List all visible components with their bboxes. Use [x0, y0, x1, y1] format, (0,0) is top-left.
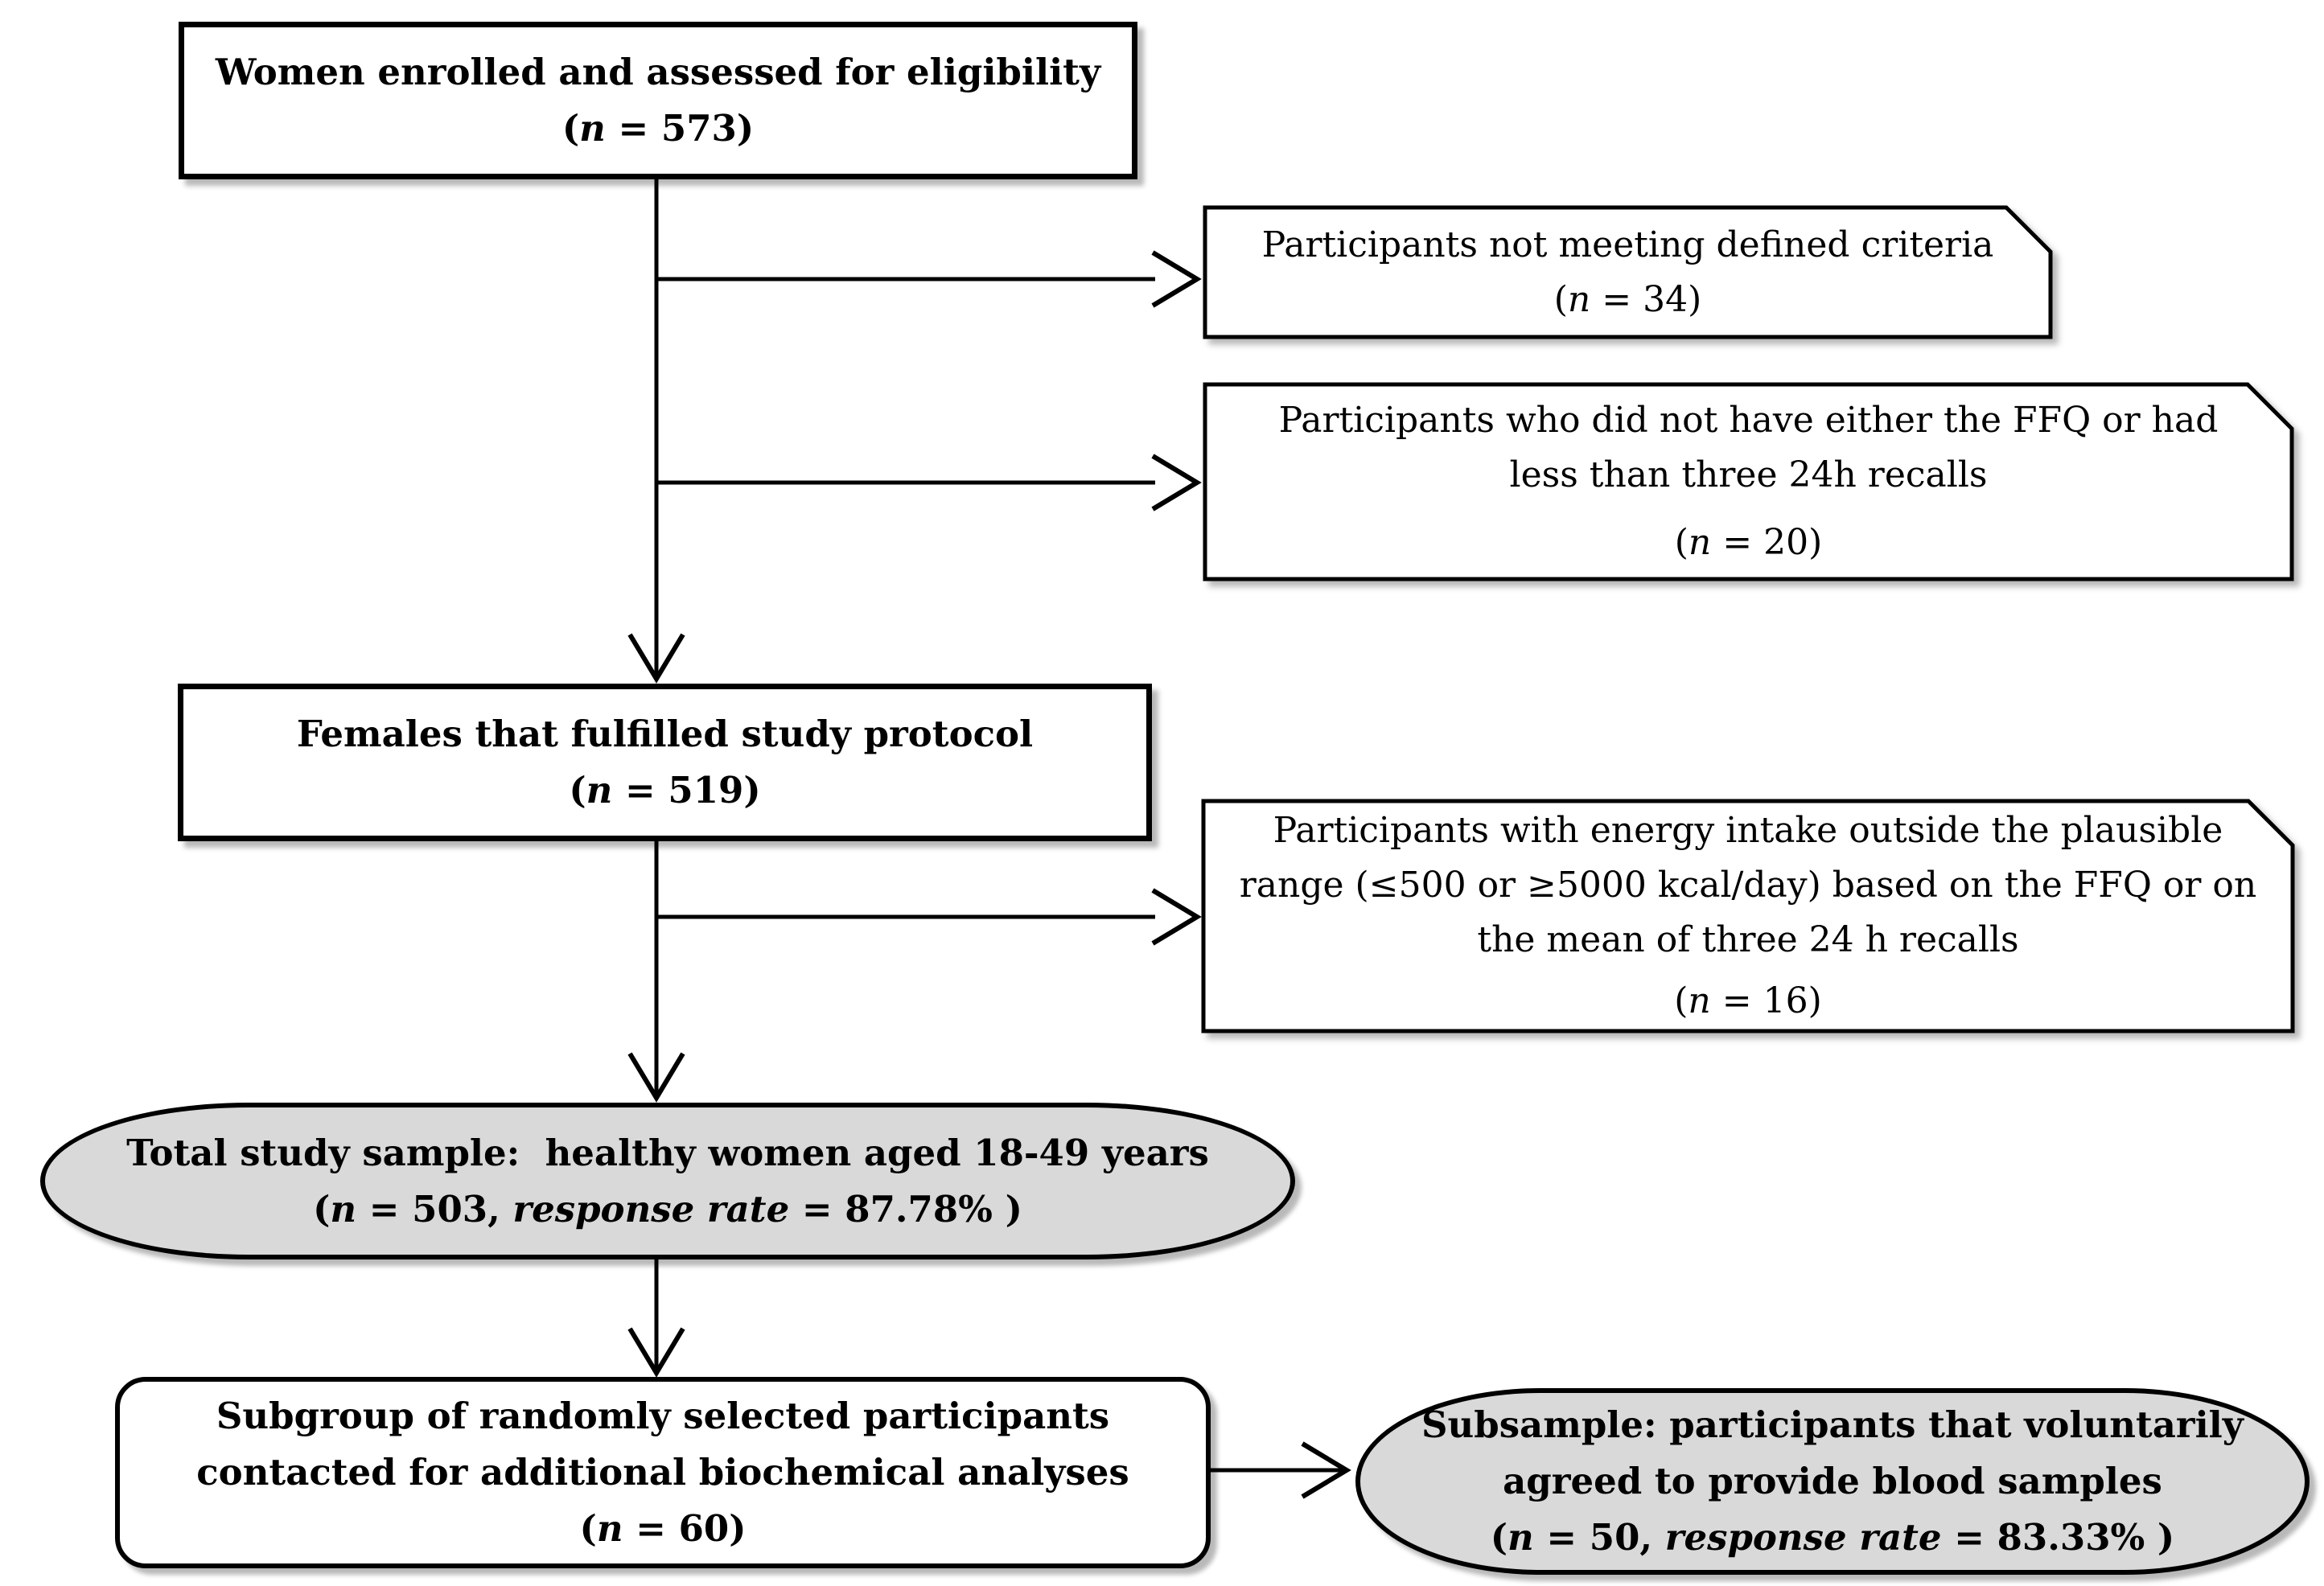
node-text-line: Participants who did not have either the… — [1278, 400, 2219, 441]
node-text-line: Subsample: participants that voluntarily — [1421, 1403, 2244, 1446]
connector-subgroup-to-subsample — [1211, 1441, 1351, 1499]
node-stat-line: (n = 573) — [561, 107, 755, 150]
connector-enrolled-to-fulfilled — [627, 179, 685, 684]
connector-to-excluded-criteria — [656, 250, 1202, 308]
node-subsample: Subsample: participants that voluntarily… — [1355, 1388, 2310, 1575]
node-text-line: Women enrolled and assessed for eligibil… — [215, 51, 1101, 93]
connector-to-excluded-energy — [656, 888, 1202, 946]
node-text-line: Females that fulfilled study protocol — [296, 713, 1034, 755]
node-text-line: range (≤500 or ≥5000 kcal/day) based on … — [1239, 865, 2257, 906]
node-text-line: Total study sample: healthy women aged 1… — [126, 1131, 1209, 1174]
node-subgroup: Subgroup of randomly selected participan… — [115, 1377, 1211, 1568]
node-stat-line: (n = 519) — [569, 769, 761, 811]
flag-shape — [1201, 799, 2295, 1033]
node-text-line: Subgroup of randomly selected participan… — [216, 1395, 1110, 1437]
node-text-line: less than three 24h recalls — [1509, 454, 1988, 495]
node-enrolled: Women enrolled and assessed for eligibil… — [179, 22, 1137, 179]
node-text-line: contacted for additional biochemical ana… — [196, 1451, 1129, 1494]
flag-shape — [1203, 205, 2053, 339]
flag-shape — [1203, 382, 2294, 581]
node-stat-line: (n = 503, response rate = 87.78% ) — [313, 1187, 1022, 1231]
connector-to-excluded-ffq — [656, 454, 1202, 512]
connector-total-to-subgroup — [627, 1259, 685, 1378]
node-stat-line: (n = 60) — [579, 1507, 747, 1550]
node-excluded-energy: Participants with energy intake outside … — [1201, 799, 2295, 1033]
node-stat-line: (n = 34) — [1553, 278, 1702, 320]
node-text-line: Participants with energy intake outside … — [1273, 810, 2223, 851]
node-total-sample: Total study sample: healthy women aged 1… — [40, 1103, 1295, 1259]
node-stat-line: (n = 20) — [1674, 522, 1823, 563]
node-text-line: agreed to provide blood samples — [1503, 1460, 2162, 1502]
node-stat-line: (n = 50, response rate = 83.33% ) — [1490, 1516, 2175, 1559]
node-stat-line: (n = 16) — [1674, 980, 1822, 1021]
connector-fulfilled-to-total — [627, 841, 685, 1103]
node-excluded-criteria: Participants not meeting defined criteri… — [1203, 205, 2053, 339]
node-fulfilled: Females that fulfilled study protocol (n… — [178, 684, 1152, 841]
node-text-line: the mean of three 24 h recalls — [1477, 919, 2019, 960]
node-text-line: Participants not meeting defined criteri… — [1261, 224, 1994, 265]
node-excluded-ffq: Participants who did not have either the… — [1203, 382, 2294, 581]
